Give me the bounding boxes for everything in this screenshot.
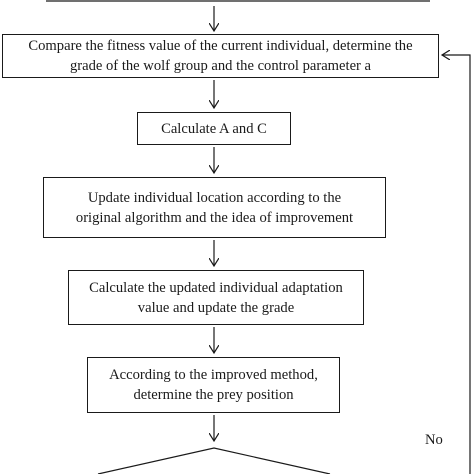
- step-update-location: Update individual location according to …: [43, 177, 386, 238]
- step-calculate-adaptation: Calculate the updated individual adaptat…: [68, 270, 364, 325]
- step-update-location-text: Update individual location according to …: [75, 189, 354, 226]
- decision-diamond: [97, 447, 331, 474]
- step-calculate-adaptation-text: Calculate the updated individual adaptat…: [89, 279, 343, 316]
- step-calculate-a-c-text: Calculate A and C: [161, 120, 267, 137]
- loop-back-line: [442, 55, 471, 474]
- step-determine-prey: According to the improved method, determ…: [87, 357, 340, 413]
- step-compare-fitness: Compare the fitness value of the current…: [2, 34, 439, 78]
- step-determine-prey-text: According to the improved method, determ…: [109, 367, 318, 403]
- step-compare-fitness-text: Compare the fitness value of the current…: [28, 38, 413, 74]
- loop-label-no: No: [425, 432, 443, 448]
- step-calculate-a-c: Calculate A and C: [137, 112, 291, 145]
